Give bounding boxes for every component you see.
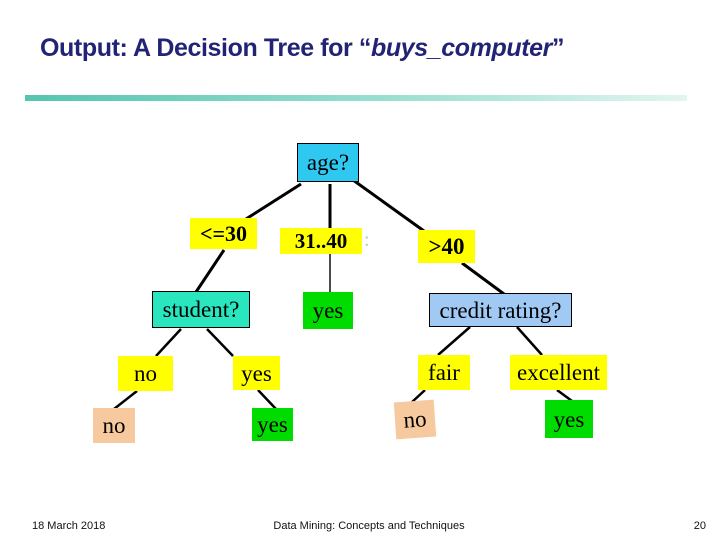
leaf-yes-middle: yes <box>303 292 353 329</box>
slide-title-term: buys_computer <box>371 34 552 62</box>
edge-no-leafno <box>113 390 138 410</box>
leaf-yes-student: yes <box>252 408 293 441</box>
edge-student-yes <box>206 328 234 357</box>
edge-gt40-credit <box>461 261 505 296</box>
slide-title-prefix: Output: A Decision Tree for “ <box>40 34 372 62</box>
branch-label-no: no <box>118 356 173 391</box>
branch-label-yes: yes <box>233 356 280 390</box>
edge-credit-excellent <box>516 326 543 356</box>
leaf-yes-credit: yes <box>545 400 593 438</box>
edge-age-le30 <box>245 182 302 221</box>
footer-page-number: 20 <box>693 520 706 532</box>
title-divider <box>25 95 687 101</box>
edge-excellent-leafyes <box>556 388 573 403</box>
leaf-no-student: no <box>93 408 135 443</box>
branch-label-excellent: excellent <box>510 355 607 390</box>
edge-yes-leafyes <box>257 389 277 410</box>
slide-title-suffix: ” <box>551 34 565 62</box>
node-credit-rating: credit rating? <box>429 293 572 327</box>
branch-label-fair: fair <box>418 355 470 390</box>
branch-label-gt40: >40 <box>418 230 475 263</box>
edge-le30-student <box>194 249 226 293</box>
edge-student-no <box>155 328 182 357</box>
branch-label-31-40: 31..40 <box>280 228 362 254</box>
stray-colon-mark: : <box>364 229 370 251</box>
footer-date: 18 March 2018 <box>32 520 106 532</box>
slide-title: Output: A Decision Tree for “buys_comput… <box>40 34 564 63</box>
branch-label-le30: <=30 <box>190 218 257 249</box>
footer-book-title: Data Mining: Concepts and Techniques <box>273 520 465 532</box>
edge-credit-fair <box>437 326 471 356</box>
edge-age-gt40 <box>352 178 425 233</box>
leaf-no-credit: no <box>393 399 437 440</box>
node-age: age? <box>297 143 359 182</box>
node-student: student? <box>152 291 250 328</box>
